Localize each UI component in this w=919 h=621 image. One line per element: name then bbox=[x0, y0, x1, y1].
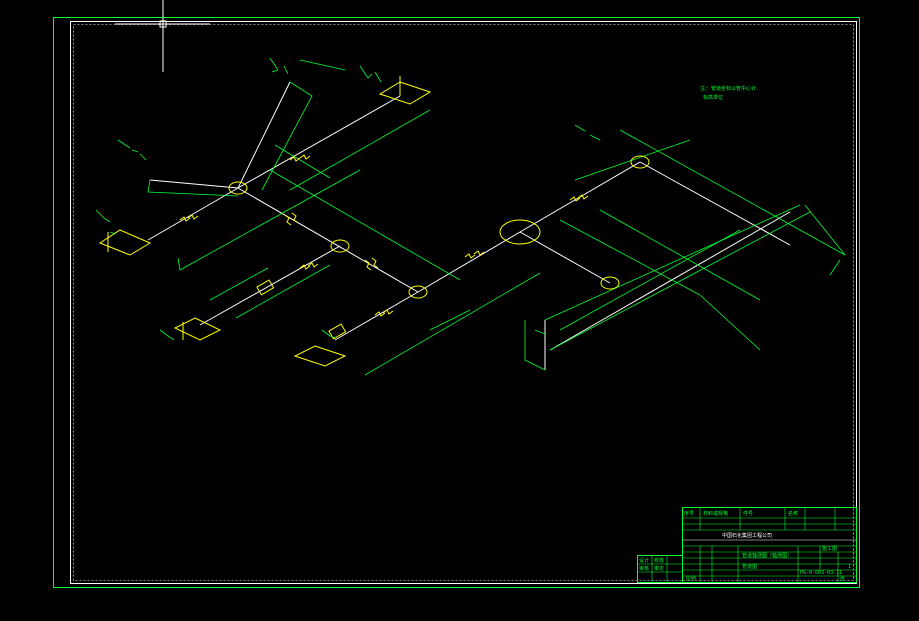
tee-fitting bbox=[600, 276, 620, 290]
tb-row-design: 设计 bbox=[639, 557, 649, 564]
tag-annotations bbox=[95, 57, 601, 371]
pipe-lines bbox=[147, 81, 791, 370]
tb-drawing-title: 管道轴测图（轴测图） bbox=[742, 552, 792, 559]
title-block: 序号 材料或规格 件号 名称 中国石化集团工程公司 管道轴测图（轴测图） 管道图… bbox=[637, 507, 857, 583]
drawing-notes: 注: 管道坐标以管中心计 标高单位 bbox=[700, 85, 756, 101]
tb-sheet-label: 管道图 bbox=[742, 563, 757, 570]
tee-fitting bbox=[330, 239, 350, 253]
tee-fitting bbox=[630, 155, 650, 169]
tb-sheet-count: 张 bbox=[840, 575, 845, 582]
inner-frame-white bbox=[70, 21, 857, 584]
outer-frame bbox=[53, 17, 860, 588]
tb-revision: 1 bbox=[848, 564, 851, 570]
tb-header-material: 材料或规格 bbox=[703, 510, 728, 517]
tee-fitting bbox=[228, 181, 248, 195]
tb-header-name: 名称 bbox=[788, 510, 798, 517]
tb-row-check: 校核 bbox=[654, 557, 664, 564]
dimension-lines bbox=[147, 59, 846, 376]
vessel-nozzle bbox=[499, 219, 541, 245]
tb-header-index: 序号 bbox=[684, 510, 694, 517]
inner-frame-dashed bbox=[73, 24, 854, 581]
tb-row-review: 审核 bbox=[639, 565, 649, 572]
pipe-fittings bbox=[98, 76, 650, 367]
tb-stage: 施工图 bbox=[822, 545, 837, 552]
crosshair-cursor-icon bbox=[115, 0, 210, 72]
tb-company: 中国石化集团工程公司 bbox=[722, 532, 772, 539]
tee-fitting bbox=[408, 285, 428, 299]
tb-row-approve: 审定 bbox=[654, 565, 664, 572]
tb-scale-label: 比例 bbox=[686, 575, 696, 582]
note-line-2: 标高单位 bbox=[703, 94, 723, 101]
break-symbols bbox=[179, 154, 589, 317]
isometric-pipe-drawing bbox=[95, 57, 846, 376]
tb-drawing-number: PG-0-003-03-11 bbox=[800, 570, 842, 576]
note-line-1: 注: 管道坐标以管中心计 bbox=[700, 85, 756, 92]
tb-header-part: 件号 bbox=[743, 510, 753, 517]
